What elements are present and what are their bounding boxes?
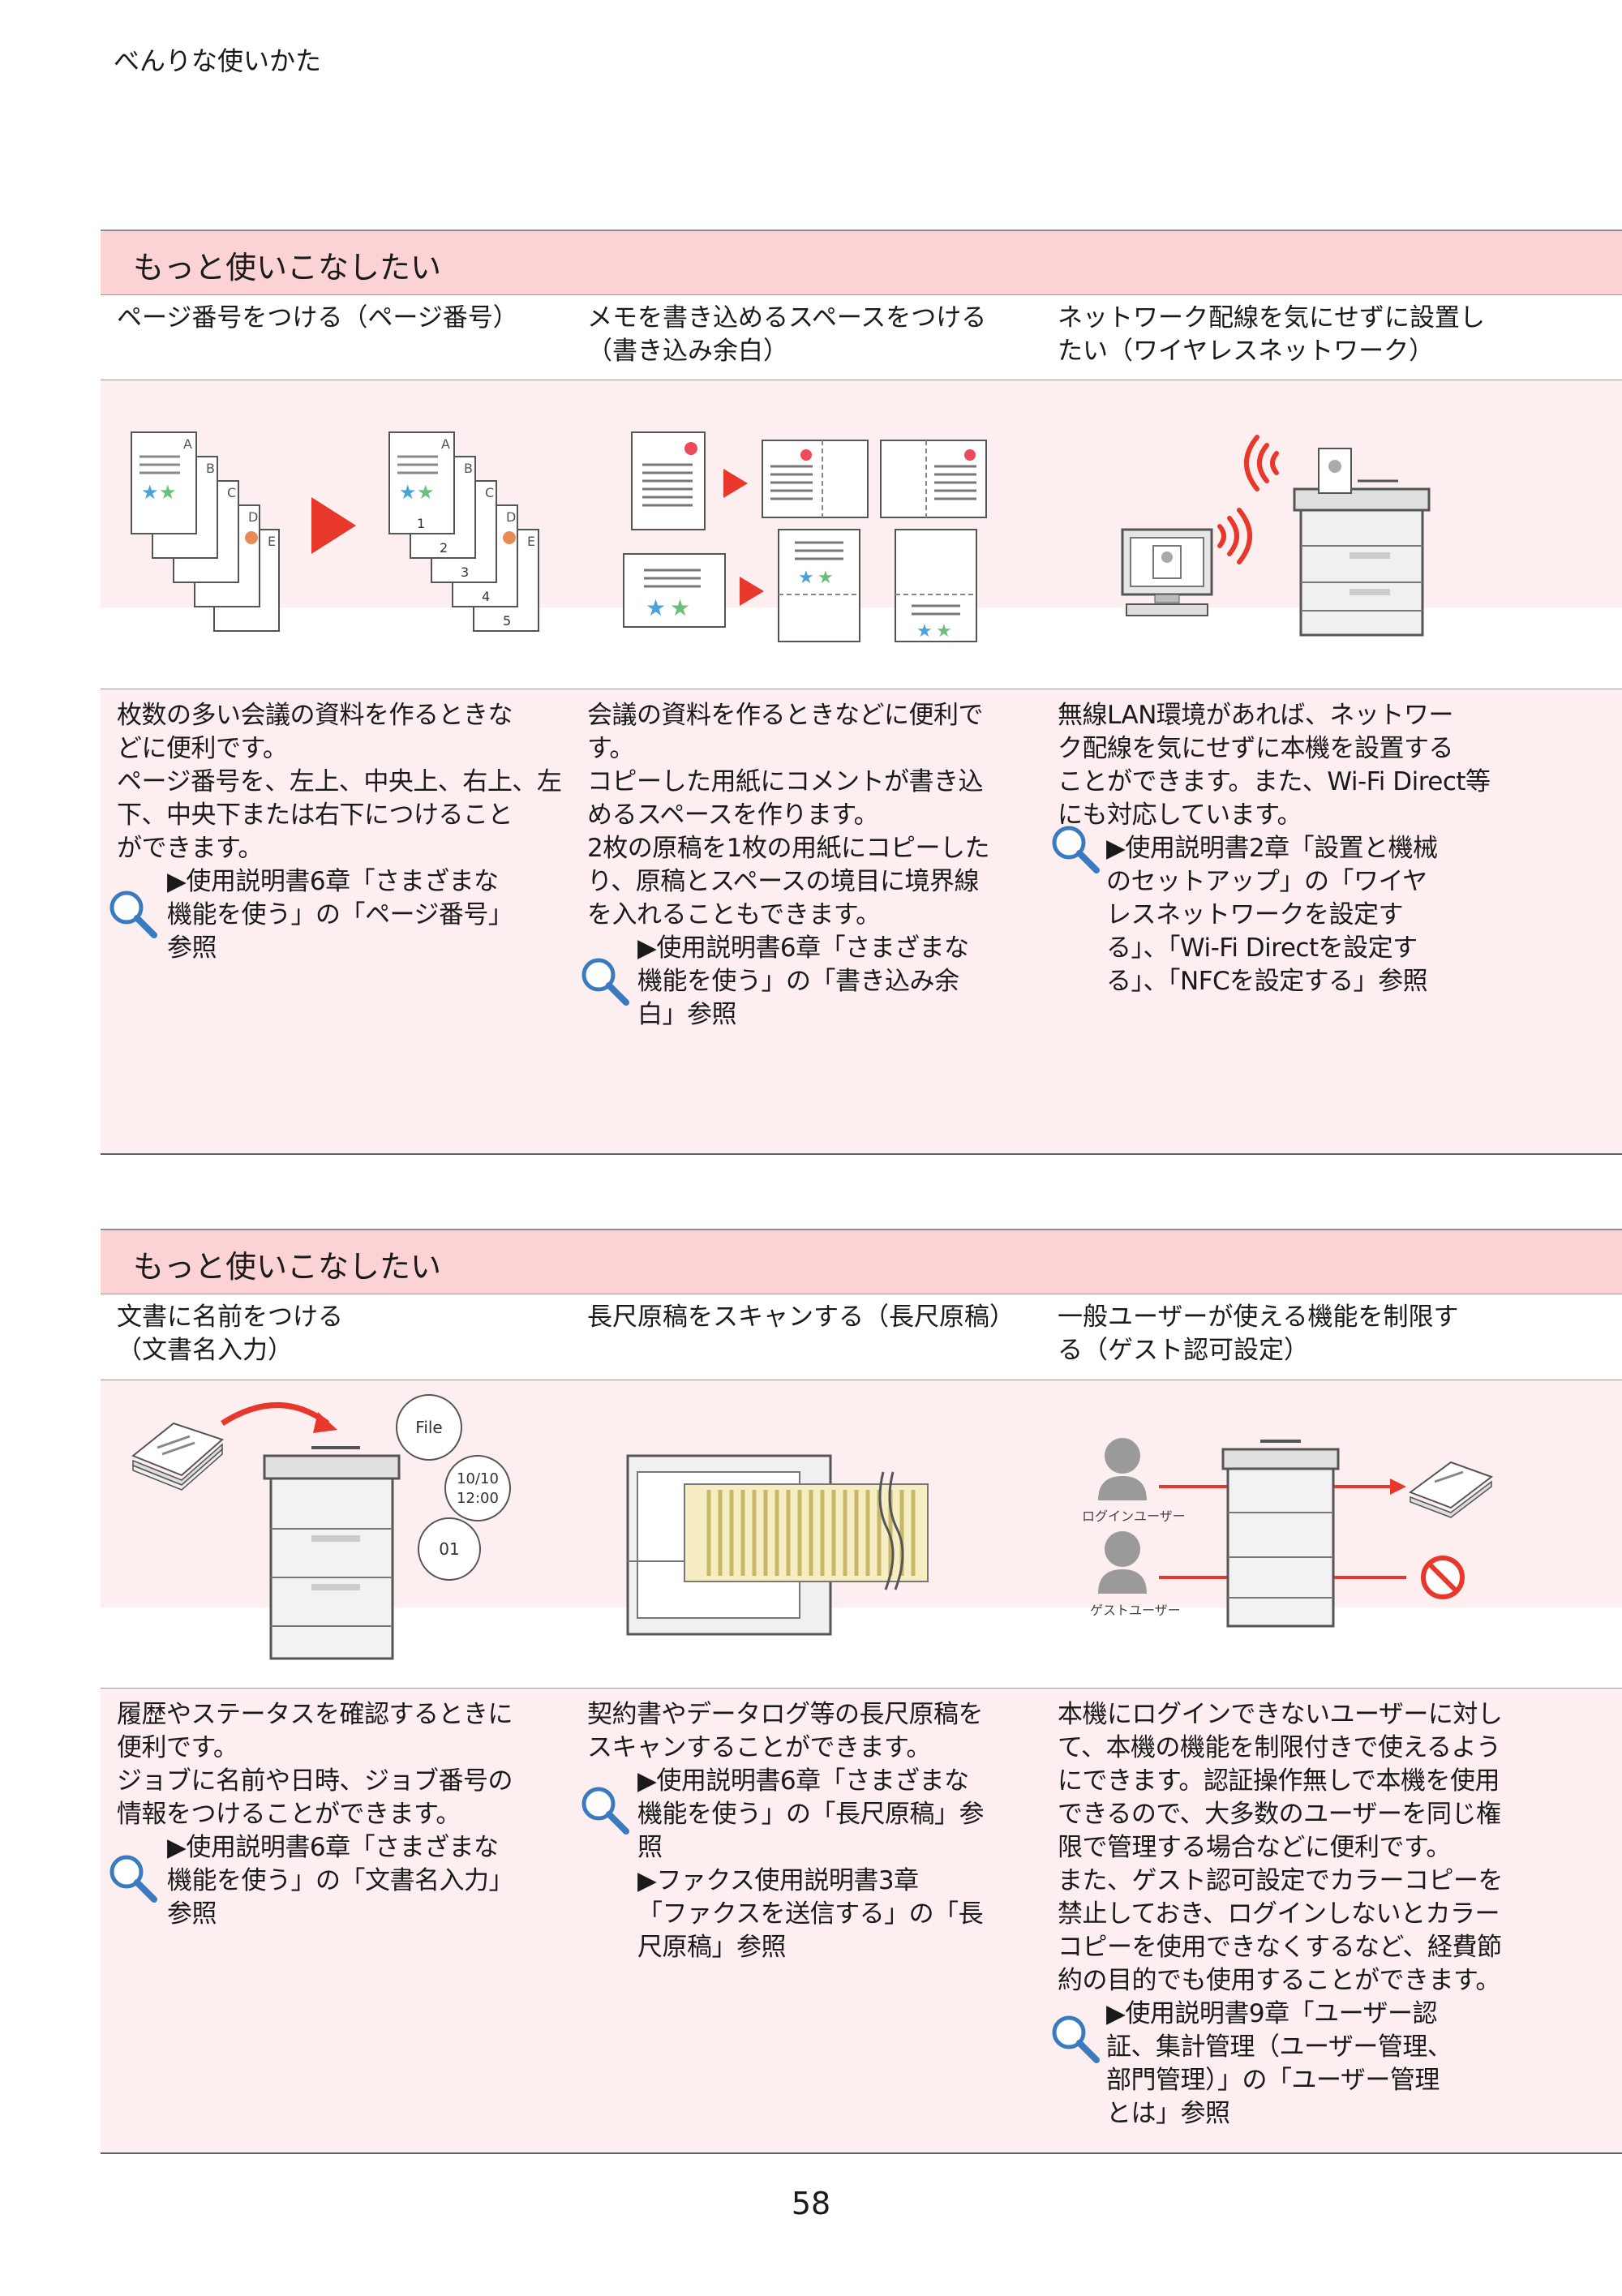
long-original-illustration xyxy=(626,1454,929,1636)
svg-text:★: ★ xyxy=(646,594,666,621)
margin-illustration: ★★ ★★ ★★ xyxy=(623,431,987,642)
svg-text:10/10: 10/10 xyxy=(457,1470,499,1487)
column-titles-row: 文書に名前をつける （文書名入力） 長尺原稿をスキャンする（長尺原稿） 一般ユー… xyxy=(101,1294,1622,1380)
svg-text:4: 4 xyxy=(482,589,490,604)
svg-text:E: E xyxy=(527,534,535,549)
svg-text:01: 01 xyxy=(439,1539,459,1559)
curved-arrow-icon xyxy=(221,1402,330,1426)
long-paper xyxy=(684,1471,929,1590)
page-number-illustration: E D C B A ★★ E5 D4 C3 B2 A xyxy=(131,431,539,632)
svg-text:★: ★ xyxy=(936,621,952,642)
svg-text:E: E xyxy=(268,534,276,549)
column-title: 文書に名前をつける （文書名入力） xyxy=(117,1302,343,1365)
column-description: 履歴やステータスを確認するときに便利です。ジョブに名前や日時、ジョブ番号の情報を… xyxy=(117,1700,513,1829)
paper-stack xyxy=(131,1422,224,1491)
manual-reference: ▶使用説明書6章「さまざまな 機能を使う」の「ページ番号」 参照 xyxy=(167,867,513,963)
column-description: 枚数の多い会議の資料を作るときなどに便利です。ページ番号を、左上、中央上、右上、… xyxy=(117,701,562,863)
guest-auth-illustration: ログインユーザー ゲストユーザー xyxy=(1082,1438,1494,1628)
original-document xyxy=(631,431,706,530)
manual-reference: ▶使用説明書9章「ユーザー認 証、集計管理（ユーザー管理、 部門管理）」の「ユー… xyxy=(1106,1999,1453,2128)
section-1: もっと使いこなしたい ページ番号をつける（ページ番号） メモを書き込めるスペース… xyxy=(101,230,1622,1155)
column-description: 会議の資料を作るときなどに便利です。コピーした用紙にコメントが書き込めるスペース… xyxy=(587,701,989,929)
manual-reference: ▶使用説明書6章「さまざまな 機能を使う」の「文書名入力」 参照 xyxy=(167,1833,514,1929)
column-body-row: 枚数の多い会議の資料を作るときなどに便利です。ページ番号を、左上、中央上、右上、… xyxy=(101,689,1622,1155)
wireless-illustration xyxy=(1121,435,1431,637)
column-title: ネットワーク配線を気にせずに設置し たい（ワイヤレスネットワーク） xyxy=(1058,303,1485,366)
svg-text:★: ★ xyxy=(817,568,834,588)
guest-user-icon: ゲストユーザー xyxy=(1090,1531,1181,1618)
arrow-icon xyxy=(723,469,748,498)
landscape-original: ★★ xyxy=(623,553,726,628)
output-paper-stack xyxy=(1408,1461,1494,1518)
running-head: べんりな使いかた xyxy=(114,45,322,76)
speech-bubble-date: 10/10 12:00 xyxy=(444,1455,511,1521)
svg-text:ゲストユーザー: ゲストユーザー xyxy=(1090,1603,1181,1618)
magnifier-icon xyxy=(581,958,629,1006)
mfp-device xyxy=(263,1446,401,1660)
speech-bubble-file: File xyxy=(396,1394,462,1461)
magnifier-icon xyxy=(1052,2015,1100,2063)
svg-text:5: 5 xyxy=(503,613,511,629)
margin-page-bottom: ★★ xyxy=(895,529,977,642)
svg-text:★: ★ xyxy=(159,481,177,504)
magnifier-icon xyxy=(109,891,157,938)
manual-reference: ▶使用説明書2章「設置と機械 のセットアップ」の「ワイヤ レスネットワークを設定… xyxy=(1106,834,1438,996)
magnifier-icon xyxy=(109,1855,157,1903)
svg-text:D: D xyxy=(506,509,516,525)
section-2: もっと使いこなしたい 文書に名前をつける （文書名入力） 長尺原稿をスキャンする… xyxy=(101,1229,1622,2154)
svg-text:3: 3 xyxy=(461,564,469,580)
section-header: もっと使いこなしたい xyxy=(101,230,1622,294)
svg-text:C: C xyxy=(485,485,494,500)
manual-reference: ▶使用説明書6章「さまざまな 機能を使う」の「書き込み余 白」参照 xyxy=(637,933,969,1029)
column-body-row: 履歴やステータスを確認するときに便利です。ジョブに名前や日時、ジョブ番号の情報を… xyxy=(101,1688,1622,2154)
mfp-device xyxy=(1293,448,1431,637)
svg-text:2: 2 xyxy=(440,540,448,556)
arrow-icon xyxy=(311,497,356,554)
svg-text:A: A xyxy=(183,436,192,452)
svg-text:12:00: 12:00 xyxy=(457,1490,499,1507)
column-description: 本機にログインできないユーザーに対して、本機の機能を制限付きで使えるようにできま… xyxy=(1058,1700,1504,1995)
manual-reference: ▶使用説明書6章「さまざまな 機能を使う」の「長尺原稿」参 照 ▶ファクス使用説… xyxy=(637,1766,985,1962)
prohibited-icon xyxy=(1421,1556,1465,1599)
arrow-icon xyxy=(740,577,764,606)
svg-text:File: File xyxy=(415,1418,442,1437)
column-title: 長尺原稿をスキャンする（長尺原稿） xyxy=(587,1302,1015,1332)
svg-text:ログインユーザー: ログインユーザー xyxy=(1082,1508,1186,1524)
section-title: もっと使いこなしたい xyxy=(133,1249,442,1285)
margin-page-right xyxy=(880,440,987,518)
svg-text:C: C xyxy=(227,485,236,500)
svg-text:1: 1 xyxy=(417,516,425,531)
numbered-page-stack: E 5 D 4 C 3 B 2 A ★★ 1 xyxy=(388,431,539,632)
column-title: ページ番号をつける（ページ番号） xyxy=(117,303,518,333)
svg-text:★: ★ xyxy=(916,621,933,642)
magnifier-icon xyxy=(581,1787,629,1835)
svg-text:B: B xyxy=(206,461,215,476)
margin-page-top: ★★ xyxy=(778,529,860,642)
wifi-signal-icon xyxy=(1217,435,1279,564)
mfp-device xyxy=(1221,1440,1340,1628)
speech-bubble-number: 01 xyxy=(418,1517,481,1581)
document-name-illustration: File 10/10 12:00 01 xyxy=(131,1394,511,1660)
magnifier-icon xyxy=(1052,826,1100,873)
margin-page-left xyxy=(762,440,869,518)
svg-text:★: ★ xyxy=(670,594,690,621)
login-user-icon: ログインユーザー xyxy=(1082,1438,1186,1524)
column-description: 無線LAN環境があれば、ネットワーク配線を気にせずに本機を設置することができます… xyxy=(1058,701,1491,830)
svg-text:★: ★ xyxy=(417,481,435,504)
original-page-stack: E D C B A ★★ xyxy=(131,431,280,632)
svg-text:★: ★ xyxy=(399,481,417,504)
column-description: 契約書やデータログ等の長尺原稿をスキャンすることができます。 xyxy=(587,1700,984,1762)
column-title: 一般ユーザーが使える機能を制限す る（ゲスト認可設定） xyxy=(1058,1302,1459,1365)
svg-text:B: B xyxy=(464,461,473,476)
svg-text:★: ★ xyxy=(798,568,814,588)
svg-text:A: A xyxy=(441,436,450,452)
page-number: 58 xyxy=(791,2186,831,2221)
section-title: もっと使いこなしたい xyxy=(133,250,442,285)
svg-text:★: ★ xyxy=(141,481,159,504)
pc-monitor xyxy=(1121,528,1213,616)
section-header: もっと使いこなしたい xyxy=(101,1229,1622,1294)
column-title: メモを書き込めるスペースをつける （書き込み余白） xyxy=(587,303,987,366)
svg-text:D: D xyxy=(248,509,258,525)
